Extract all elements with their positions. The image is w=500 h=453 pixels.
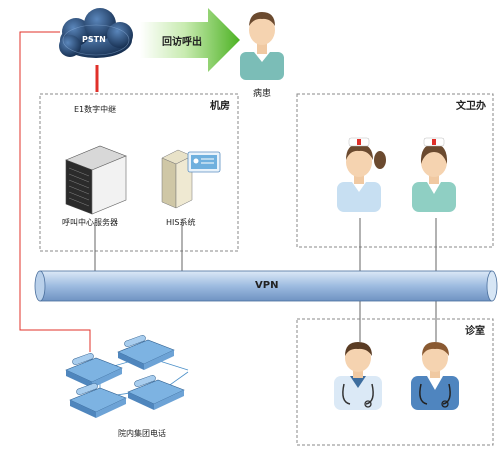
nurse-icon-2 — [412, 137, 456, 212]
pstn-label: PSTN — [82, 35, 106, 44]
office-box — [296, 93, 494, 248]
pstn-cloud-icon — [59, 8, 133, 58]
clinic-title: 诊室 — [465, 326, 485, 337]
his-server-icon — [161, 149, 221, 209]
vpn-pipe — [34, 270, 498, 302]
phone-icon-2 — [117, 335, 175, 370]
phone-icon-4 — [127, 375, 185, 410]
callback-arrow — [140, 8, 240, 72]
phone-icon-1 — [65, 353, 123, 388]
office-title: 文卫办 — [456, 101, 486, 112]
doctor-icon-1 — [334, 342, 382, 410]
call-center-server-icon — [65, 145, 127, 215]
vpn-connectors — [94, 218, 437, 342]
pstn-links — [19, 31, 99, 352]
his-system-label: HIS系统 — [166, 218, 196, 227]
doctor-icon-2 — [411, 342, 459, 410]
nurse-icon-1 — [337, 137, 386, 212]
clinic-box — [296, 318, 494, 446]
callback-label: 回访呼出 — [162, 37, 202, 48]
phone-system-label: 院内集团电话 — [118, 429, 166, 438]
patient-label: 病患 — [253, 89, 272, 99]
machine-room-box — [39, 93, 239, 252]
e1-trunk-label: E1数字中继 — [74, 105, 117, 114]
call-center-server-label: 呼叫中心服务器 — [62, 218, 118, 227]
machine-room-title: 机房 — [210, 101, 230, 112]
vpn-label: VPN — [255, 280, 279, 291]
patient-icon — [240, 12, 284, 80]
phone-icon-3 — [69, 383, 127, 418]
